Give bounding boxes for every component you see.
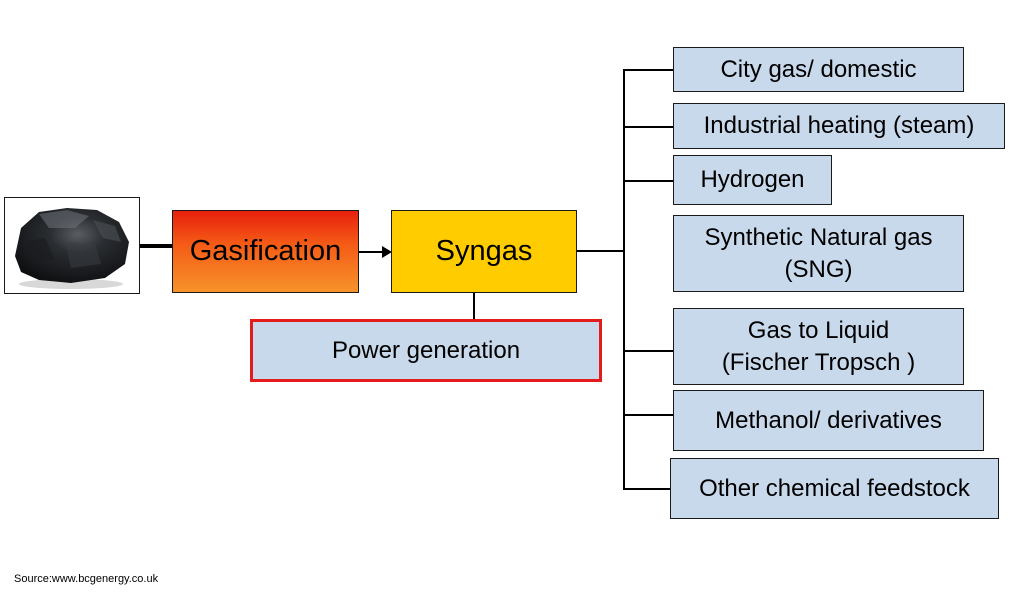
branch-line [623, 414, 674, 416]
coal-connector [140, 244, 172, 248]
output-sng: Synthetic Natural gas (SNG) [673, 215, 964, 292]
output-label: Methanol/ derivatives [715, 406, 942, 434]
output-label-line: Synthetic Natural gas [704, 224, 933, 252]
syngas-trunk-connector [577, 250, 624, 252]
branch-line [623, 350, 674, 352]
branch-line [623, 126, 674, 128]
branch-line [623, 69, 674, 71]
arrow-head-icon [382, 246, 392, 258]
output-trunk-line [623, 69, 625, 489]
branch-line [623, 488, 671, 490]
gasification-label: Gasification [189, 234, 342, 267]
gasification-box: Gasification [172, 210, 359, 293]
source-note: Source:www.bcgenergy.co.uk [14, 573, 159, 585]
coal-image [4, 197, 140, 294]
output-city-gas: City gas/ domestic [673, 47, 964, 92]
output-label: Industrial heating (steam) [703, 112, 975, 140]
output-methanol: Methanol/ derivatives [673, 390, 984, 451]
output-label: Hydrogen [700, 166, 805, 194]
output-hydrogen: Hydrogen [673, 155, 832, 205]
output-label-line: Gas to Liquid [747, 317, 890, 345]
syngas-label: Syngas [435, 234, 533, 267]
coal-lump-icon [15, 208, 129, 289]
output-label: Other chemical feedstock [699, 474, 970, 502]
power-connector [473, 293, 475, 319]
output-gas-to-liquid: Gas to Liquid (Fischer Tropsch ) [673, 308, 964, 385]
output-label: City gas/ domestic [720, 55, 917, 83]
branch-line [623, 180, 674, 182]
output-label-line: (SNG) [784, 255, 853, 283]
gasification-syngas-arrow [359, 251, 384, 253]
power-generation-box: Power generation [250, 319, 602, 382]
output-industrial-heating: Industrial heating (steam) [673, 103, 1005, 149]
syngas-box: Syngas [391, 210, 577, 293]
output-label-line: (Fischer Tropsch ) [721, 348, 916, 376]
output-chemical-feedstock: Other chemical feedstock [670, 458, 999, 519]
power-generation-label: Power generation [331, 336, 521, 364]
